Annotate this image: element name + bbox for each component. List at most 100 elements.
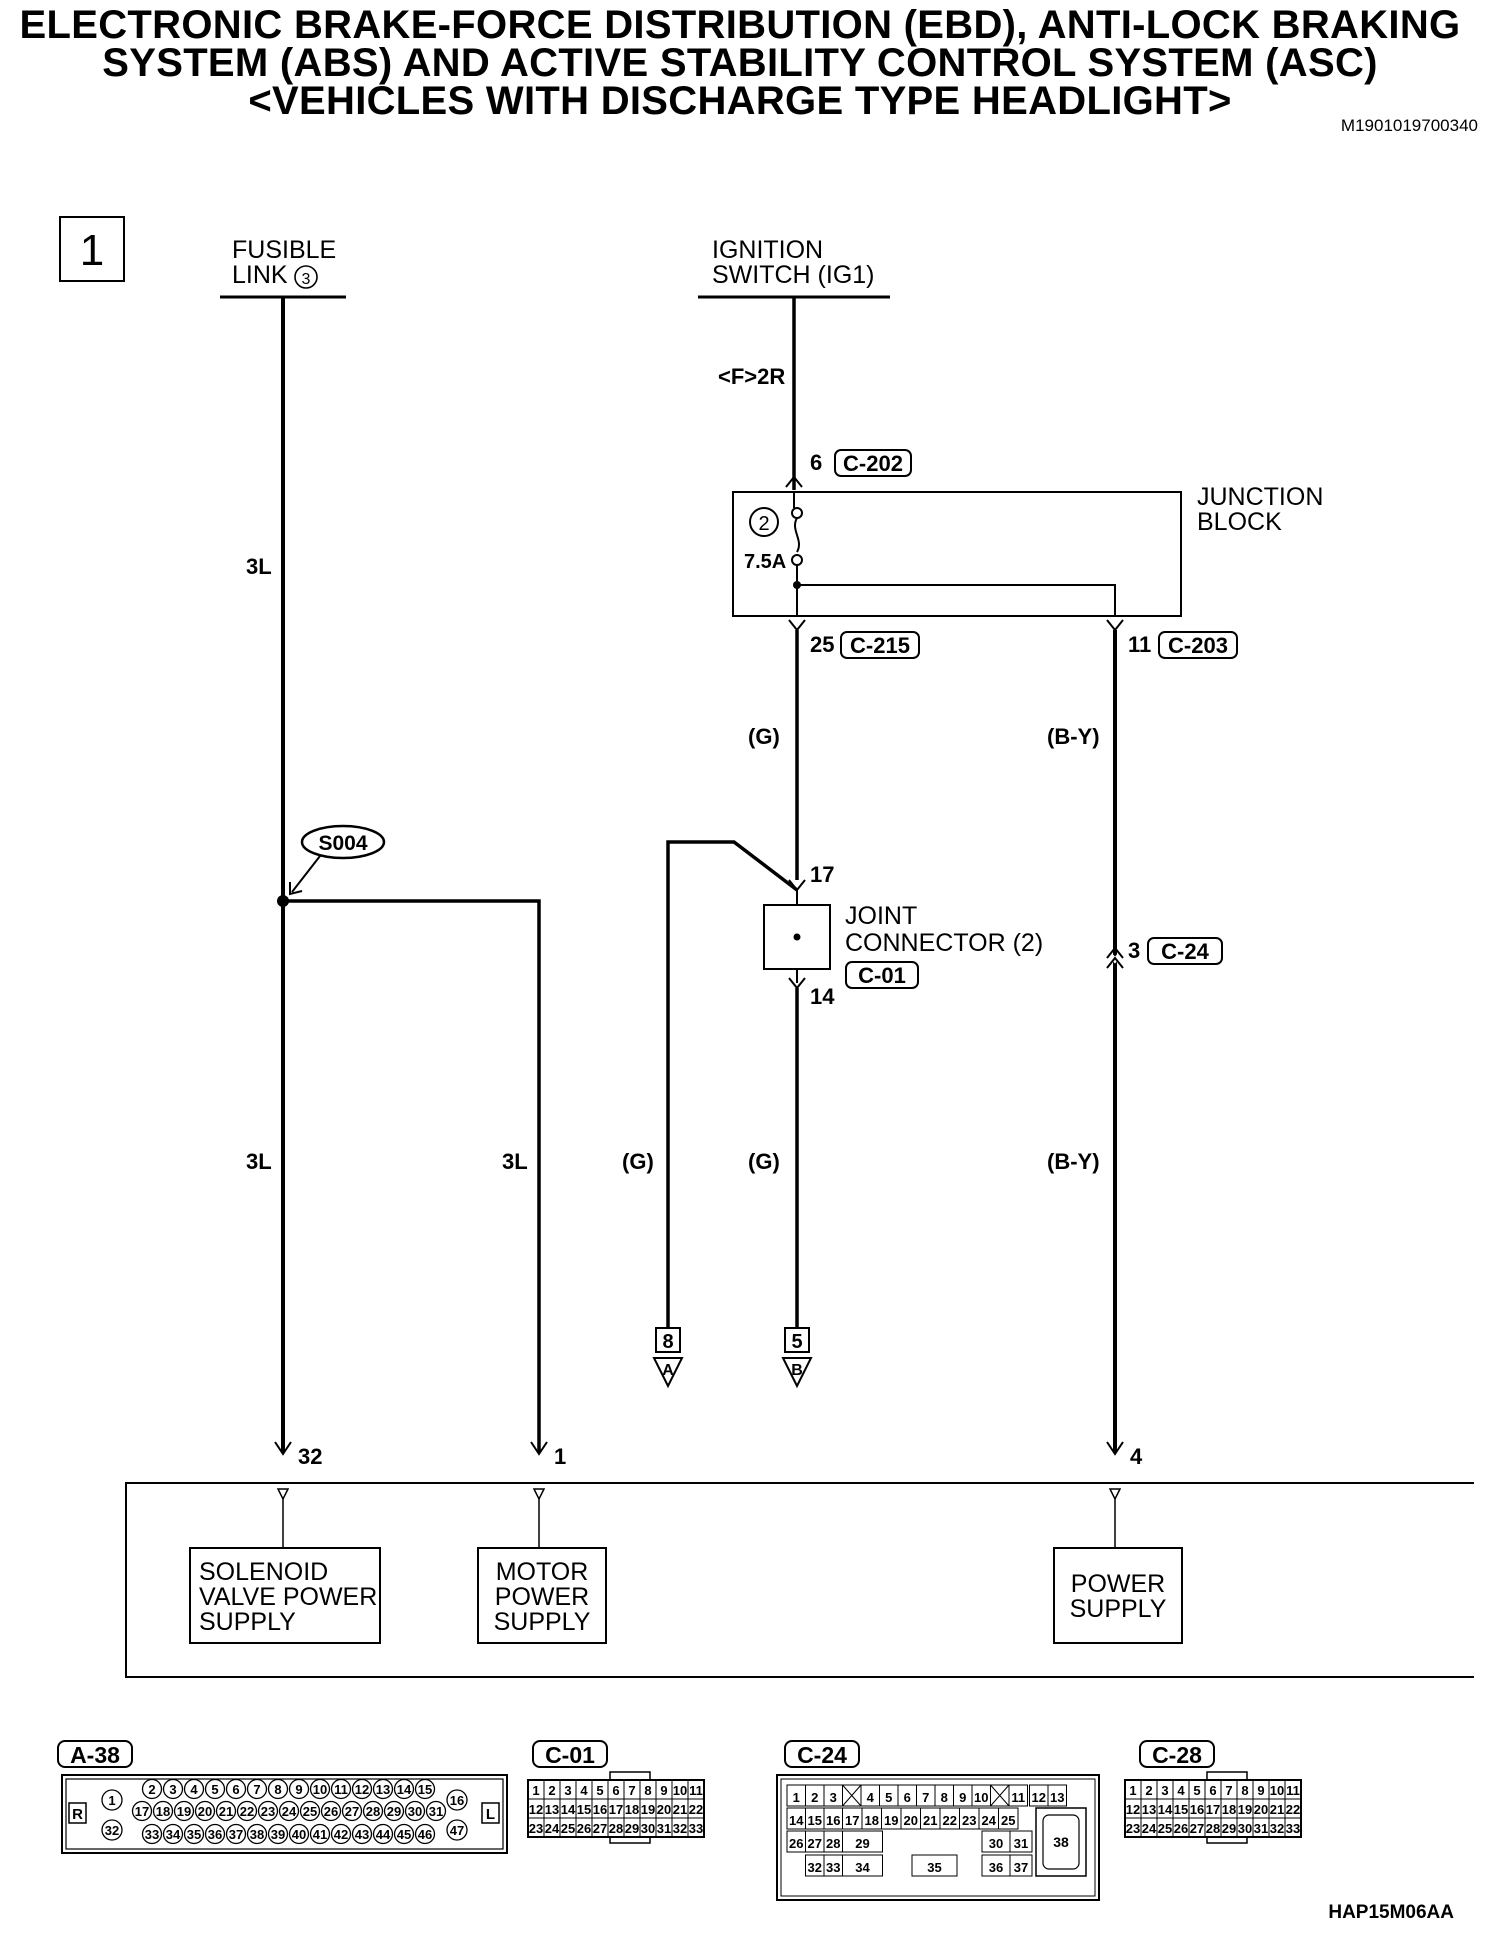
offpage-a-page: 8 (662, 1331, 673, 1353)
junction-block-label-1: JUNCTION (1197, 483, 1323, 511)
a38-pin-label: 29 (387, 1804, 401, 1819)
c28-pin-label: 6 (1209, 1783, 1216, 1798)
jb-in-connector-tag: C-202 (834, 449, 912, 477)
a38-pin (215, 1800, 237, 1822)
a38-pin (288, 1778, 310, 1800)
a38-pin-label: 19 (177, 1804, 191, 1819)
c24-big-pin-label: 38 (1053, 1834, 1069, 1850)
a38-pin-label: 2 (148, 1782, 155, 1797)
c28-pin-label: 22 (1286, 1802, 1300, 1817)
jb-out-connector-b: C-203 (1168, 633, 1228, 658)
c24-pin-label: 17 (845, 1813, 859, 1828)
c24-pin-label: 11 (1011, 1790, 1025, 1805)
c01-pin-label: 23 (529, 1821, 543, 1836)
a38-pin-label: 5 (211, 1782, 218, 1797)
c24-pin-label: 4 (867, 1790, 875, 1805)
a38-pin (101, 1789, 123, 1811)
fusible-link-source: FUSIBLE LINK 3 (220, 236, 346, 299)
offpage-a-letter: A (662, 1362, 674, 1379)
c01-pin-label: 7 (628, 1783, 635, 1798)
c01-pin-label: 22 (689, 1802, 703, 1817)
c01-pin-label: 26 (577, 1821, 591, 1836)
svg-text:SUPPLY: SUPPLY (1070, 1595, 1167, 1623)
a38-pin-label: 10 (313, 1782, 327, 1797)
svg-text:C-24: C-24 (797, 1742, 847, 1768)
a38-pin (330, 1823, 352, 1845)
a38-pin (446, 1789, 468, 1811)
svg-text:C-28: C-28 (1152, 1742, 1202, 1768)
a38-pin-label: 47 (450, 1823, 464, 1838)
a38-pin-label: 24 (282, 1804, 297, 1819)
c24-pin (1047, 1784, 1067, 1807)
offpage-connector-a: 8 A (652, 1327, 684, 1389)
a38-pin-label: 41 (313, 1827, 327, 1842)
c24-pin-label: 26 (789, 1836, 803, 1851)
a38-pin (330, 1778, 352, 1800)
c24-pin-label: 14 (789, 1813, 804, 1828)
svg-text:SUPPLY: SUPPLY (199, 1608, 296, 1636)
a38-pin (257, 1800, 279, 1822)
conn-label-a38: A-38 (57, 1740, 133, 1768)
c01-pin-label: 31 (657, 1821, 671, 1836)
a38-pin-label: 37 (229, 1827, 243, 1842)
a38-pin (236, 1800, 258, 1822)
a38-pin (351, 1778, 373, 1800)
c01-pin-label: 25 (561, 1821, 575, 1836)
a38-pin (267, 1823, 289, 1845)
c28-pin-label: 12 (1126, 1802, 1140, 1817)
c24-pin-label: 9 (959, 1790, 966, 1805)
a38-pin-label: 26 (324, 1804, 338, 1819)
c28-pin-label: 33 (1286, 1821, 1300, 1836)
c24-pin-label: 29 (855, 1836, 869, 1851)
joint-pin-out: 14 (810, 984, 835, 1009)
c24-pin-label: 25 (1001, 1813, 1015, 1828)
c24-pin-label: 24 (982, 1813, 997, 1828)
svg-text:C-202: C-202 (843, 451, 903, 476)
c01-pin-label: 19 (641, 1802, 655, 1817)
c24-pin-label: 7 (922, 1790, 929, 1805)
fusible-link-label-1: FUSIBLE (232, 236, 336, 264)
c24-pin-label: 35 (927, 1860, 941, 1875)
c24-pin-label: 3 (830, 1790, 837, 1805)
c24-pin-label: 20 (904, 1813, 918, 1828)
junction-block: JUNCTION BLOCK 2 7.5A (732, 483, 1323, 617)
c28-pin-label: 23 (1126, 1821, 1140, 1836)
a38-pin (183, 1778, 205, 1800)
fuse-number-circle (749, 507, 779, 537)
c24-pin-label: 33 (826, 1860, 840, 1875)
c01-pin (687, 1817, 705, 1838)
c28-pin-label: 17 (1206, 1802, 1220, 1817)
c28-pin-label: 21 (1270, 1802, 1284, 1817)
wire-label-g-upper: (G) (748, 724, 780, 749)
c24-pin-label: 32 (808, 1860, 822, 1875)
ecu-pin-power: 4 (1130, 1444, 1143, 1469)
c01-pin-label: 24 (545, 1821, 560, 1836)
a38-pin (372, 1778, 394, 1800)
a38-pin (288, 1823, 310, 1845)
c01-pin-label: 21 (673, 1802, 687, 1817)
a38-pin (194, 1800, 216, 1822)
c28-pin-label: 14 (1158, 1802, 1173, 1817)
a38-pin-label: 46 (418, 1827, 432, 1842)
a38-pin-label: 15 (418, 1782, 432, 1797)
junction-block-label-2: BLOCK (1197, 508, 1282, 536)
a38-pin-label: 13 (376, 1782, 390, 1797)
c24-pin-label: 30 (989, 1836, 1003, 1851)
inline-connector-c24: 3 C-24 (1105, 937, 1223, 969)
wire-label-fusible-bottom: 3L (246, 1149, 272, 1174)
c01-pin-label: 9 (660, 1783, 667, 1798)
c01-pin-label: 20 (657, 1802, 671, 1817)
c24-pin-label: 28 (826, 1836, 840, 1851)
a38-pin (299, 1800, 321, 1822)
document-id: M1901019700340 (1340, 116, 1478, 135)
c28-pin-label: 20 (1254, 1802, 1268, 1817)
c01-pin-label: 6 (612, 1783, 619, 1798)
a38-pin-label: 9 (295, 1782, 302, 1797)
joint-connector-label-1: JOINT (845, 902, 917, 930)
inline-connector-id: C-24 (1161, 939, 1209, 964)
offpage-b-page: 5 (791, 1331, 802, 1353)
wire-g-branch (666, 840, 799, 1328)
ignition-switch-source: IGNITION SWITCH (IG1) (698, 236, 890, 299)
wire-label-by-lower: (B-Y) (1047, 1149, 1100, 1174)
